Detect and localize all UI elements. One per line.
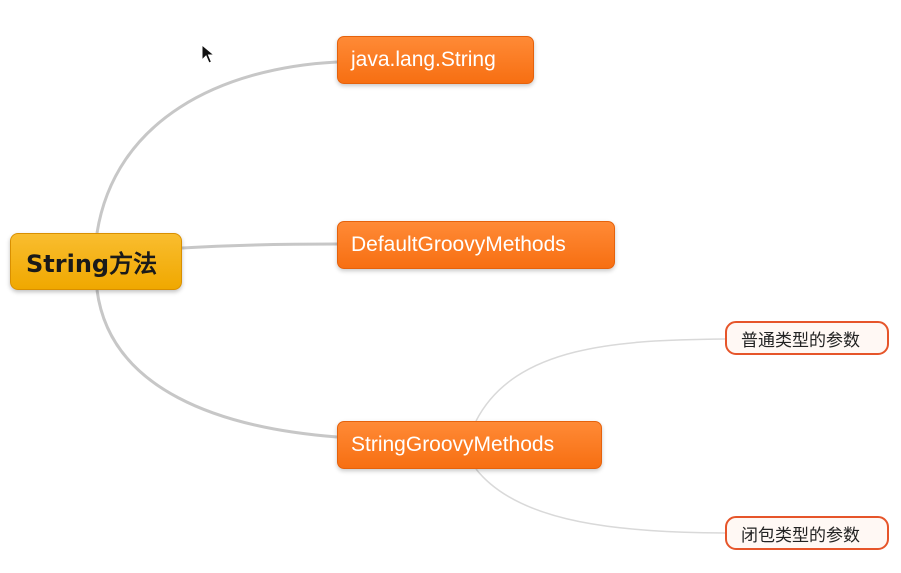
leaf-node-label: 普通类型的参数 — [741, 330, 860, 351]
connector-string-groovy-methods-leaf-1 — [475, 338, 726, 422]
leaf-node-plain-type-params[interactable]: 普通类型的参数 — [725, 321, 889, 355]
leaf-node-label: 闭包类型的参数 — [741, 525, 860, 546]
connector-root-java-lang-string — [95, 60, 338, 234]
branch-node-string-groovy-methods[interactable]: StringGroovyMethods — [337, 421, 602, 469]
branch-node-java-lang-string[interactable]: java.lang.String — [337, 36, 534, 84]
mouse-cursor-icon — [201, 44, 215, 64]
branch-node-label: DefaultGroovyMethods — [351, 233, 566, 256]
branch-node-default-groovy-methods[interactable]: DefaultGroovyMethods — [337, 221, 615, 269]
branch-node-label: java.lang.String — [351, 48, 496, 71]
connector-string-groovy-methods-leaf-2 — [475, 468, 726, 534]
connector-root-default-groovy-methods — [181, 242, 338, 250]
connector-root-string-groovy-methods — [95, 289, 338, 439]
branch-node-label: StringGroovyMethods — [351, 433, 555, 456]
leaf-node-closure-type-params[interactable]: 闭包类型的参数 — [725, 516, 889, 550]
root-node-string-methods[interactable]: String方法 — [10, 233, 182, 290]
root-node-label: String方法 — [26, 250, 158, 278]
